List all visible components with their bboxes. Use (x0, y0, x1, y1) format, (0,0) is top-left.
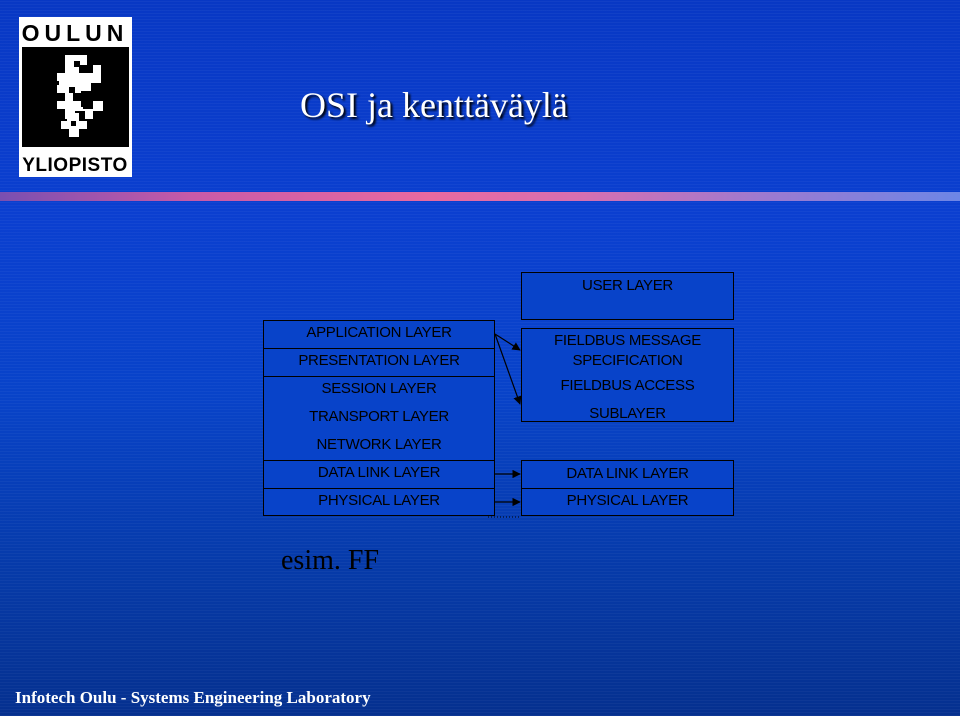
fieldbus-message-spec-line1: FIELDBUS MESSAGE (554, 332, 701, 349)
university-logo: OULUN YLIOPISTO (19, 17, 132, 177)
osi-presentation-cell (263, 348, 495, 377)
osi-datalink-cell (263, 460, 495, 489)
fieldbus-user-layer: USER LAYER (582, 277, 673, 294)
fieldbus-access-sublayer-line1: FIELDBUS ACCESS (560, 377, 695, 394)
fieldbus-message-spec-line2: SPECIFICATION (572, 352, 683, 369)
fieldbus-access-sublayer-line2: SUBLAYER (589, 405, 666, 422)
arrow-application-to-fas (494, 333, 522, 405)
fieldbus-user-layer-box (521, 272, 734, 320)
footer-text: Infotech Oulu - Systems Engineering Labo… (15, 688, 371, 707)
example-note: esim. FF (281, 545, 380, 576)
fieldbus-physical-layer: PHYSICAL LAYER (566, 492, 689, 509)
osi-data-link-layer: DATA LINK LAYER (317, 464, 441, 481)
arrow-application-to-fms (494, 333, 521, 351)
osi-application-layer: APPLICATION LAYER (306, 324, 452, 341)
decorative-stripe (0, 192, 960, 201)
osi-network-layer: NETWORK LAYER (316, 436, 442, 453)
fieldbus-physical-cell (521, 488, 734, 516)
logo-top-text: OULUN (22, 20, 129, 46)
slide-title: OSI ja kenttäväylä (300, 85, 568, 125)
osi-physical-layer: PHYSICAL LAYER (318, 492, 440, 509)
logo-bottom-text: YLIOPISTO (22, 155, 128, 176)
osi-session-layer: SESSION LAYER (321, 380, 437, 397)
osi-presentation-layer: PRESENTATION LAYER (298, 352, 460, 369)
osi-transport-layer: TRANSPORT LAYER (309, 408, 449, 425)
fieldbus-upper-box (521, 328, 734, 422)
fieldbus-data-link-layer: DATA LINK LAYER (566, 465, 689, 482)
